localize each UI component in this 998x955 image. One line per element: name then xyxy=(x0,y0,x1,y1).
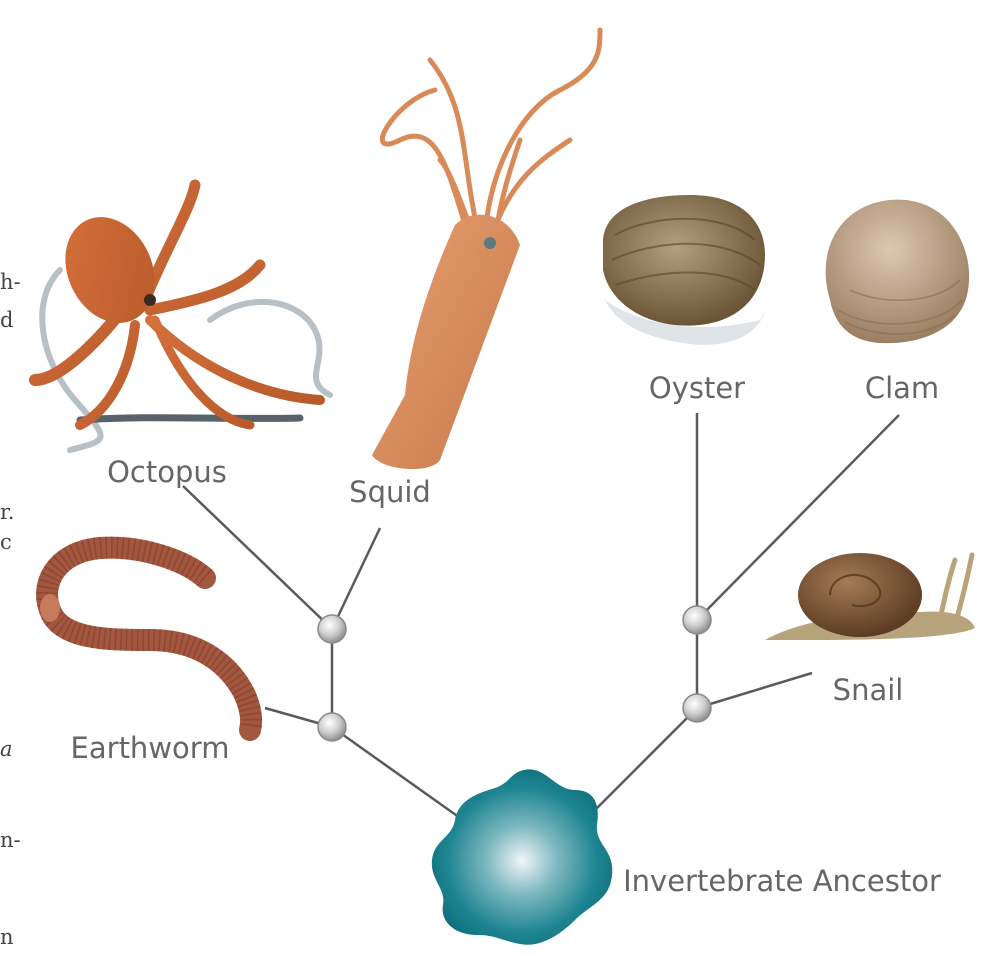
tree-branches xyxy=(183,413,899,825)
label-snail: Snail xyxy=(833,673,904,707)
label-earthworm: Earthworm xyxy=(71,731,230,765)
cut-text-fragment: n- xyxy=(0,828,21,852)
clam-illustration xyxy=(826,200,969,343)
cut-text-fragment: c xyxy=(0,530,12,554)
branch-right-stem xyxy=(580,708,697,825)
node-right-root xyxy=(683,694,711,722)
earthworm-illustration xyxy=(40,548,251,730)
tree-nodes xyxy=(318,606,711,741)
oyster-illustration xyxy=(603,195,765,345)
cut-text-fragment: h- xyxy=(0,270,21,294)
node-cephalopods xyxy=(318,615,346,643)
squid-illustration xyxy=(372,30,600,469)
label-oyster: Oyster xyxy=(649,371,745,405)
ancestor-icon xyxy=(432,769,612,944)
snail-illustration xyxy=(765,553,975,640)
branch-octopus xyxy=(183,486,332,629)
cut-text-fragment: a xyxy=(0,737,13,761)
label-clam: Clam xyxy=(865,371,939,405)
label-invertebrate-ancestor: Invertebrate Ancestor xyxy=(623,864,941,898)
label-squid: Squid xyxy=(349,475,431,509)
node-left-root xyxy=(318,713,346,741)
branch-snail xyxy=(697,673,812,708)
label-octopus: Octopus xyxy=(107,455,227,489)
node-bivalves xyxy=(683,606,711,634)
branch-left-stem xyxy=(332,727,470,825)
branch-squid xyxy=(332,528,380,629)
cut-text-fragment: n xyxy=(0,925,14,949)
cut-text-fragment: r. xyxy=(0,500,14,524)
ancestor-blob xyxy=(432,769,612,944)
octopus-illustration xyxy=(35,185,330,450)
cut-text-fragment: d xyxy=(0,308,13,332)
